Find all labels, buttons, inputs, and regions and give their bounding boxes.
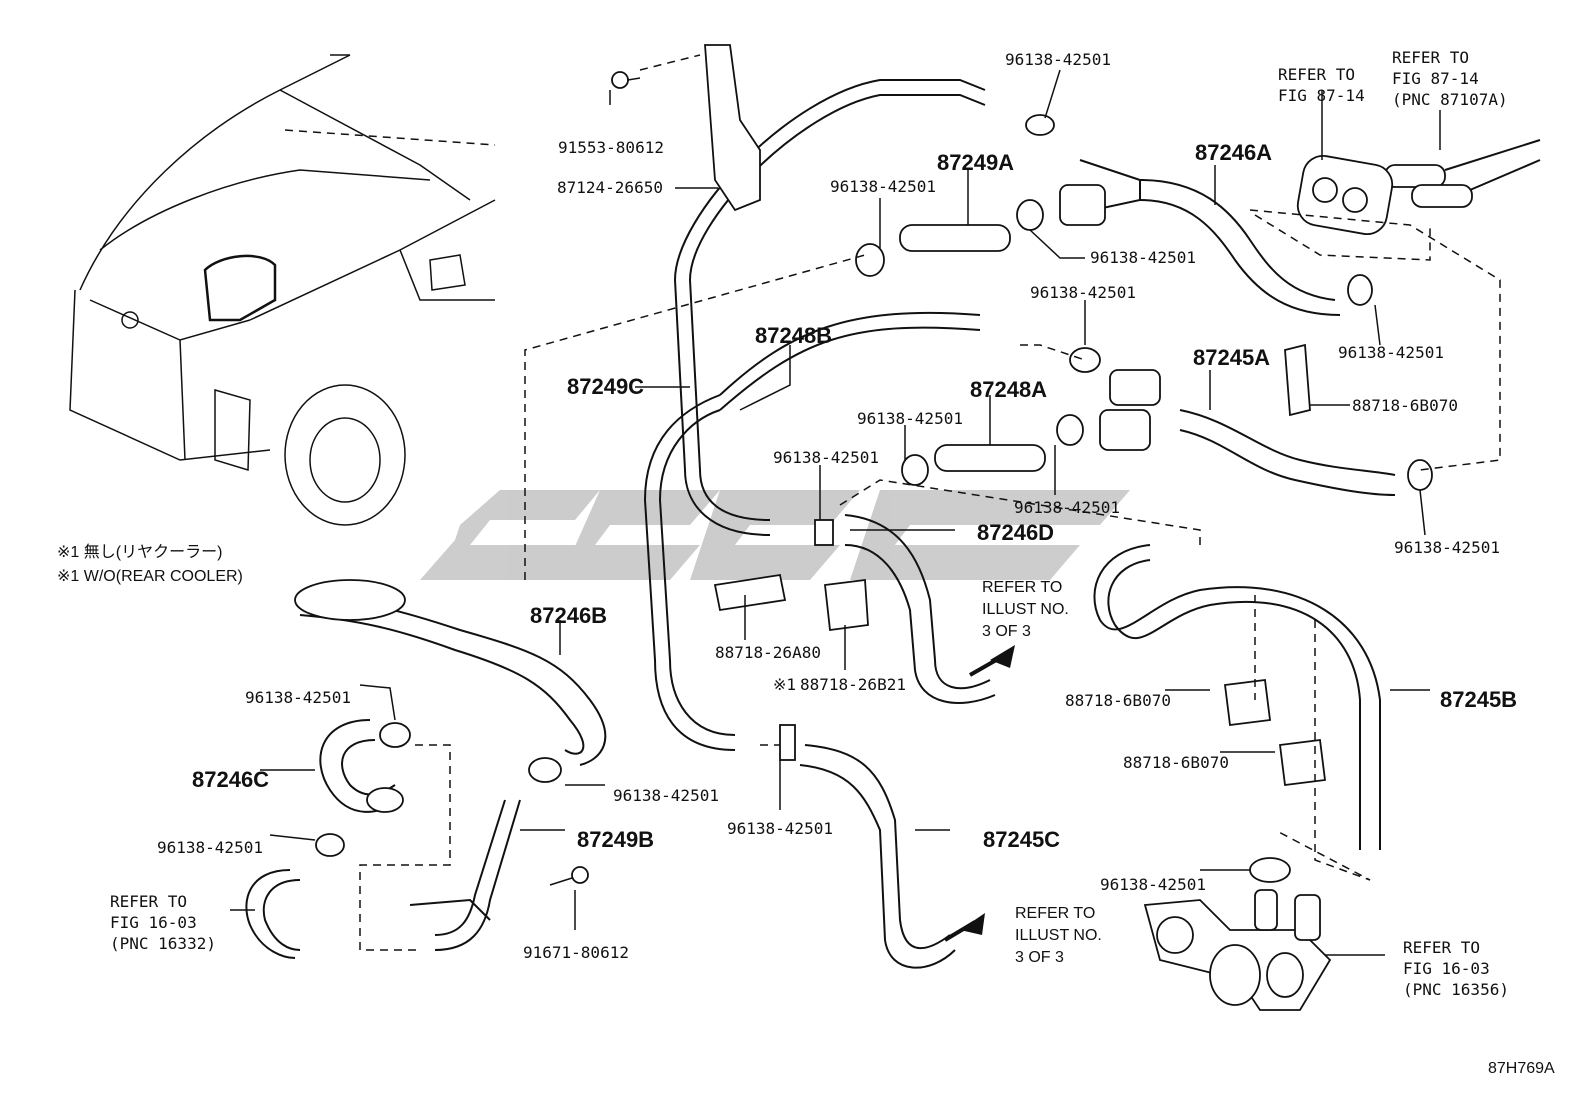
clip-group	[713, 343, 1327, 787]
label-88718-26B21: 88718-26B21	[800, 675, 906, 694]
refer-f-line3: (PNC 16356)	[1403, 980, 1509, 999]
label-96138-42501-k: 96138-42501	[157, 838, 263, 857]
label-87246B: 87246B	[530, 603, 607, 628]
label-88718-6B070-b: 88718-6B070	[1065, 691, 1171, 710]
label-87249A: 87249A	[937, 150, 1014, 175]
refer-c-line2: ILLUST NO.	[982, 601, 1069, 618]
water-outlet-housing	[1143, 889, 1332, 1011]
refer-b-line2: FIG 87-14	[1392, 69, 1479, 88]
refer-c-line3: 3 OF 3	[982, 623, 1031, 640]
refer-e-line2: ILLUST NO.	[1015, 927, 1102, 944]
label-87246D: 87246D	[977, 520, 1054, 545]
hose-87246C	[319, 719, 404, 813]
label-88718-26A80: 88718-26A80	[715, 643, 821, 662]
label-96138-42501-l: 96138-42501	[613, 786, 719, 805]
label-91553-80612: 91553-80612	[558, 138, 664, 157]
bolt-91671	[549, 866, 589, 886]
hose-87245A	[1099, 369, 1396, 496]
hose-87245C	[799, 744, 956, 969]
hose-87245B	[1093, 544, 1381, 850]
refer-f-line2: FIG 16-03	[1403, 959, 1490, 978]
refer-e-line3: 3 OF 3	[1015, 949, 1064, 966]
label-96138-42501-b: 96138-42501	[830, 177, 936, 196]
label-96138-42501-g: 96138-42501	[773, 448, 879, 467]
hose-fig-16-03-left	[245, 869, 301, 959]
refer-d-line1: REFER TO	[110, 892, 187, 911]
label-96138-42501-f: 96138-42501	[857, 409, 963, 428]
watermark-logo	[420, 490, 1130, 580]
bracket-87124	[704, 44, 761, 212]
hose-87248B	[719, 311, 981, 411]
label-96138-42501-n: 96138-42501	[1100, 875, 1206, 894]
label-87245C: 87245C	[983, 827, 1060, 852]
label-87246C: 87246C	[192, 767, 269, 792]
refer-d-line3: (PNC 16332)	[110, 934, 216, 953]
vehicle-outline	[69, 54, 496, 526]
label-87124-26650: 87124-26650	[557, 178, 663, 197]
label-96138-42501-j: 96138-42501	[245, 688, 351, 707]
tube-87248A	[934, 444, 1046, 472]
label-91671-80612: 91671-80612	[523, 943, 629, 962]
refer-b-line1: REFER TO	[1392, 48, 1469, 67]
label-88718-6B070-a: 88718-6B070	[1352, 396, 1458, 415]
tube-fig-87-14	[1384, 139, 1541, 208]
note-mark-1: ※1	[773, 675, 796, 694]
refer-f-line1: REFER TO	[1403, 938, 1480, 957]
label-88718-6B070-c: 88718-6B070	[1123, 753, 1229, 772]
hose-87246B	[294, 579, 607, 766]
arrow-icon-illust-e	[943, 913, 985, 942]
note-english: ※1 W/O(REAR COOLER)	[57, 568, 243, 585]
reference-dashes	[359, 54, 1501, 951]
refer-e-line1: REFER TO	[1015, 905, 1095, 922]
label-96138-42501-a: 96138-42501	[1005, 50, 1111, 69]
tube-87249A	[899, 224, 1011, 252]
refer-a-line2: FIG 87-14	[1278, 86, 1365, 105]
label-96138-42501-e: 96138-42501	[1338, 343, 1444, 362]
refer-b-line3: (PNC 87107A)	[1392, 90, 1508, 109]
label-96138-42501-h: 96138-42501	[1014, 498, 1120, 517]
figure-code: 87H769A	[1488, 1060, 1555, 1077]
label-96138-42501-c: 96138-42501	[1090, 248, 1196, 267]
refer-c-line1: REFER TO	[982, 579, 1062, 596]
label-96138-42501-d: 96138-42501	[1030, 283, 1136, 302]
label-87248A: 87248A	[970, 377, 1047, 402]
fitting-fig-87-14	[1296, 154, 1394, 236]
label-96138-42501-i: 96138-42501	[1394, 538, 1500, 557]
note-japanese: ※1 無し(リヤクーラー)	[57, 543, 222, 561]
label-87249B: 87249B	[577, 827, 654, 852]
bolt-91553	[611, 71, 641, 89]
refer-d-line2: FIG 16-03	[110, 913, 197, 932]
label-96138-42501-m: 96138-42501	[727, 819, 833, 838]
hose-87246D	[844, 514, 996, 704]
hose-87249C	[643, 79, 986, 751]
label-87249C: 87249C	[567, 374, 644, 399]
leader-lines	[230, 69, 1441, 956]
label-87246A: 87246A	[1195, 140, 1272, 165]
clamp-group	[315, 114, 1433, 883]
refer-a-line1: REFER TO	[1278, 65, 1355, 84]
label-87248B: 87248B	[755, 323, 832, 348]
hose-87246A	[1059, 159, 1341, 316]
label-87245A: 87245A	[1193, 345, 1270, 370]
pipe-87249B	[409, 799, 521, 951]
label-87245B: 87245B	[1440, 687, 1517, 712]
arrow-icon-illust-c	[969, 645, 1015, 677]
